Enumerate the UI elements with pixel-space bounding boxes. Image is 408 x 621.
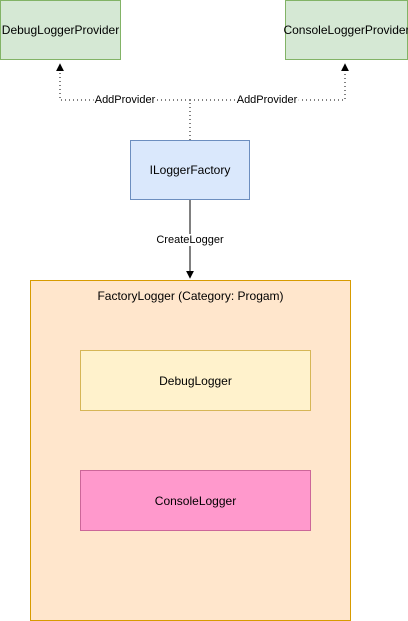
debug-logger-label: DebugLogger: [159, 373, 232, 388]
factory-logger-container[interactable]: FactoryLogger (Category: Progam): [30, 280, 351, 621]
add-provider-right-label: AddProvider: [235, 94, 299, 106]
console-logger-node[interactable]: ConsoleLogger: [80, 470, 311, 531]
add-provider-right-edge: [189, 63, 349, 140]
create-logger-label: CreateLogger: [155, 234, 225, 246]
debug-logger-provider-node[interactable]: DebugLoggerProvider: [0, 0, 121, 60]
debug-logger-node[interactable]: DebugLogger: [80, 350, 311, 411]
debug-logger-provider-label: DebugLoggerProvider: [1, 23, 120, 37]
add-provider-left-label: AddProvider: [93, 94, 157, 106]
factory-logger-label: FactoryLogger (Category: Progam): [97, 289, 284, 303]
ilogger-factory-label: ILoggerFactory: [149, 163, 231, 177]
console-logger-label: ConsoleLogger: [154, 493, 237, 508]
console-logger-provider-node[interactable]: ConsoleLoggerProvider: [283, 0, 408, 60]
console-logger-provider-label: ConsoleLoggerProvider: [283, 23, 408, 37]
ilogger-factory-node[interactable]: ILoggerFactory: [130, 140, 250, 200]
